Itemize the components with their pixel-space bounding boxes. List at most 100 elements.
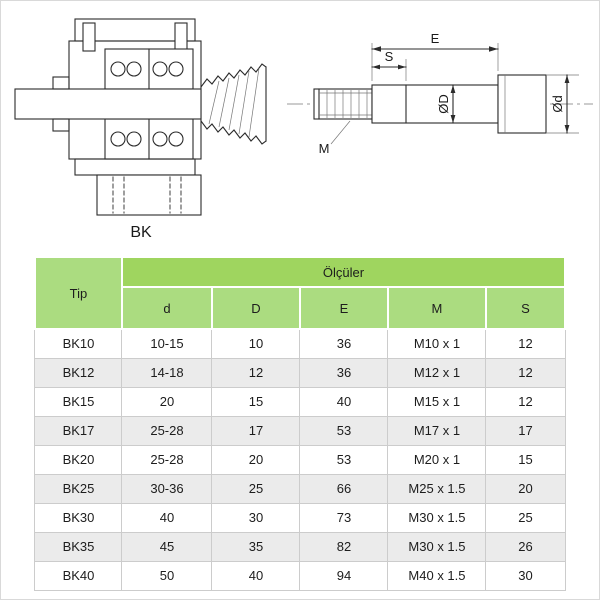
E-cell: 53 xyxy=(299,415,389,446)
dim-label-OD: ØD xyxy=(436,94,451,114)
d-cell: 14-18 xyxy=(121,357,213,388)
screw-body xyxy=(497,74,547,134)
S-cell: 12 xyxy=(485,357,566,388)
dimension-E: E xyxy=(371,31,499,81)
dim-label-S: S xyxy=(385,49,394,64)
dim-label-E: E xyxy=(431,31,440,46)
cap-bolt-left xyxy=(82,22,96,52)
table-row: BK20 25-28 20 53 M20 x 1 15 xyxy=(34,444,566,475)
M-cell: M15 x 1 xyxy=(387,386,487,417)
d-cell: 30-36 xyxy=(121,473,213,504)
tip-cell: BK30 xyxy=(34,502,123,533)
S-cell: 15 xyxy=(485,444,566,475)
ball-screw-thread xyxy=(200,63,267,145)
D-cell: 40 xyxy=(211,560,301,591)
dimension-OD: ØD xyxy=(436,84,456,124)
bk-cross-section-drawing: BK xyxy=(14,18,267,241)
journal-section xyxy=(371,84,499,124)
d-cell: 45 xyxy=(121,531,213,562)
threaded-end xyxy=(313,88,373,120)
D-cell: 15 xyxy=(211,386,301,417)
E-cell: 66 xyxy=(299,473,389,504)
D-cell: 30 xyxy=(211,502,301,533)
E-cell: 36 xyxy=(299,357,389,388)
table-row: BK25 30-36 25 66 M25 x 1.5 20 xyxy=(34,473,566,504)
shaft xyxy=(14,88,202,120)
d-cell: 40 xyxy=(121,502,213,533)
dim-label-Od: Ød xyxy=(550,95,565,112)
bearing-balls xyxy=(110,61,184,147)
E-cell: 40 xyxy=(299,386,389,417)
M-cell: M25 x 1.5 xyxy=(387,473,487,504)
table-row: BK30 40 30 73 M30 x 1.5 25 xyxy=(34,502,566,533)
col-header-S: S xyxy=(484,286,567,330)
table-row: BK12 14-18 12 36 M12 x 1 12 xyxy=(34,357,566,388)
S-cell: 17 xyxy=(485,415,566,446)
M-cell: M17 x 1 xyxy=(387,415,487,446)
table-row: BK17 25-28 17 53 M17 x 1 17 xyxy=(34,415,566,446)
D-cell: 10 xyxy=(211,328,301,359)
S-cell: 30 xyxy=(485,560,566,591)
tip-cell: BK12 xyxy=(34,357,123,388)
table-row: BK40 50 40 94 M40 x 1.5 30 xyxy=(34,560,566,591)
d-cell: 10-15 xyxy=(121,328,213,359)
S-cell: 12 xyxy=(485,386,566,417)
E-cell: 36 xyxy=(299,328,389,359)
lock-nut-top xyxy=(52,76,70,90)
S-cell: 26 xyxy=(485,531,566,562)
tip-cell: BK25 xyxy=(34,473,123,504)
dim-label-M: M xyxy=(319,141,330,156)
col-header-d: d xyxy=(120,286,213,330)
M-cell: M12 x 1 xyxy=(387,357,487,388)
E-cell: 82 xyxy=(299,531,389,562)
lock-nut-bottom xyxy=(52,118,70,132)
shaft-dimension-drawing: E S ØD xyxy=(287,31,593,156)
bk-view-label: BK xyxy=(130,224,152,241)
cap-bolt-right xyxy=(174,22,188,52)
D-cell: 25 xyxy=(211,473,301,504)
tip-cell: BK35 xyxy=(34,531,123,562)
group-header-olculer: Ölçüler xyxy=(120,256,567,288)
D-cell: 35 xyxy=(211,531,301,562)
table-columns-header-row: d D E M S xyxy=(35,286,567,330)
tip-cell: BK10 xyxy=(34,328,123,359)
d-cell: 20 xyxy=(121,386,213,417)
mount-block xyxy=(96,174,202,216)
S-cell: 12 xyxy=(485,328,566,359)
E-cell: 94 xyxy=(299,560,389,591)
dimension-Od: Ød xyxy=(546,74,579,134)
d-cell: 25-28 xyxy=(121,415,213,446)
d-cell: 25-28 xyxy=(121,444,213,475)
tip-cell: BK17 xyxy=(34,415,123,446)
table-row: BK35 45 35 82 M30 x 1.5 26 xyxy=(34,531,566,562)
tip-cell: BK40 xyxy=(34,560,123,591)
technical-drawings: BK xyxy=(14,18,593,241)
col-header-tip: Tip xyxy=(33,256,123,330)
table-group-header-row: Tip Ölçüler xyxy=(33,256,567,330)
D-cell: 17 xyxy=(211,415,301,446)
dimensions-table: Tip Ölçüler d D E M S BK10 10-15 10 36 M… xyxy=(33,256,567,591)
M-cell: M10 x 1 xyxy=(387,328,487,359)
col-header-D: D xyxy=(210,286,301,330)
tip-cell: BK20 xyxy=(34,444,123,475)
E-cell: 73 xyxy=(299,502,389,533)
D-cell: 12 xyxy=(211,357,301,388)
dimension-S: S xyxy=(371,49,407,81)
col-header-E: E xyxy=(298,286,389,330)
M-cell: M30 x 1.5 xyxy=(387,531,487,562)
M-cell: M20 x 1 xyxy=(387,444,487,475)
tip-cell: BK15 xyxy=(34,386,123,417)
dimension-M: M xyxy=(319,120,351,156)
S-cell: 25 xyxy=(485,502,566,533)
M-cell: M40 x 1.5 xyxy=(387,560,487,591)
E-cell: 53 xyxy=(299,444,389,475)
col-header-M: M xyxy=(386,286,487,330)
M-cell: M30 x 1.5 xyxy=(387,502,487,533)
top-cap xyxy=(74,18,196,42)
D-cell: 20 xyxy=(211,444,301,475)
table-row: BK10 10-15 10 36 M10 x 1 12 xyxy=(34,328,566,359)
d-cell: 50 xyxy=(121,560,213,591)
S-cell: 20 xyxy=(485,473,566,504)
table-row: BK15 20 15 40 M15 x 1 12 xyxy=(34,386,566,417)
